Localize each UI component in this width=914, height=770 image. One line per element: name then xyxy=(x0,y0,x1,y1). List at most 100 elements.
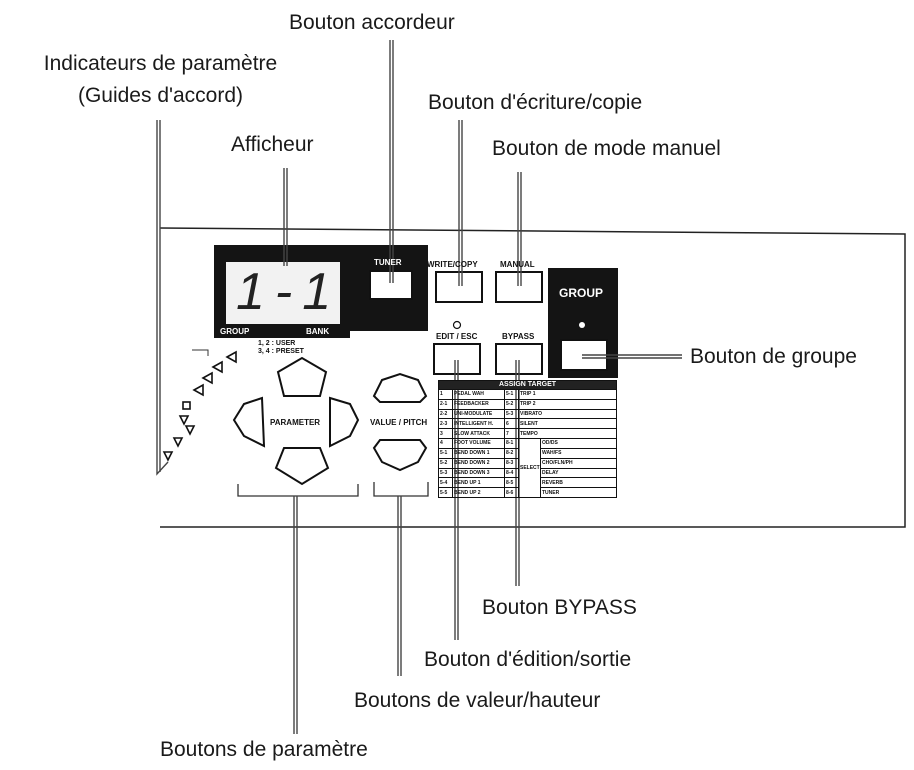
label-display: Afficheur xyxy=(231,133,314,156)
assign-target-header-row: ASSIGN TARGET xyxy=(437,380,618,390)
assign-target-index-2: 8-3 xyxy=(504,457,519,469)
parameter-left-button[interactable] xyxy=(232,396,266,448)
label-parameter-buttons: Boutons de paramètre xyxy=(160,738,368,761)
assign-target-index: 1 xyxy=(438,389,453,400)
indicator-triangle-icon xyxy=(201,371,213,385)
assign-target-name: BEND DOWN 1 xyxy=(452,447,505,459)
parameter-bracket xyxy=(237,484,359,497)
value-pitch-label: VALUE / PITCH xyxy=(370,418,428,427)
parameter-right-button[interactable] xyxy=(329,396,360,448)
assign-target-name: BEND UP 2 xyxy=(452,487,505,498)
group-panel-label: GROUP xyxy=(559,286,604,300)
assign-target-name-2: TRIP 2 xyxy=(517,398,618,410)
parameter-up-button[interactable] xyxy=(276,356,328,397)
assign-target-name-2: OD/DS xyxy=(539,438,618,449)
assign-target-index-2: 8-4 xyxy=(504,467,519,479)
indicator-triangle-icon xyxy=(225,350,237,364)
label-tuner-button: Bouton accordeur xyxy=(289,11,455,34)
user-note: 1, 2 : USER xyxy=(258,340,296,347)
panel-outline xyxy=(159,227,906,528)
assign-target-name: UNI-MODULATE xyxy=(452,408,505,420)
assign-target-name-2: TUNER xyxy=(539,487,618,498)
label-parameter-indicators-line2: (Guides d'accord) xyxy=(77,84,244,107)
parameter-label: PARAMETER xyxy=(270,418,321,427)
value-down-button[interactable] xyxy=(372,439,428,472)
assign-target-name: SLOW ATTACK xyxy=(452,428,505,440)
assign-target-index: 5-3 xyxy=(438,467,453,479)
indicator-triangle-icon xyxy=(162,451,174,462)
assign-target-index: 2-1 xyxy=(438,398,453,410)
assign-target-index: 2-3 xyxy=(438,418,453,430)
assign-target-name-2: WAH/FS xyxy=(539,447,618,459)
bypass-label: BYPASS xyxy=(502,332,535,341)
label-parameter-indicators: Indicateurs de paramètre (Guides d'accor… xyxy=(8,52,313,108)
indicator-square-icon xyxy=(182,401,191,410)
assign-target-name-2: CHO/FLN/PH xyxy=(539,457,618,469)
assign-target-name: PEDAL WAH xyxy=(452,389,505,400)
assign-target-title: ASSIGN TARGET xyxy=(437,380,618,390)
assign-target-index: 5-5 xyxy=(438,487,453,498)
tuner-label: TUNER xyxy=(374,258,402,267)
assign-target-name-2: REVERB xyxy=(539,477,618,489)
manual-label: MANUAL xyxy=(500,260,535,269)
write-copy-label: WRITE/COPY xyxy=(427,260,478,269)
assign-target-name-2: TRIP 1 xyxy=(517,389,618,400)
indicator-triangle-icon xyxy=(178,415,190,426)
parameter-down-button[interactable] xyxy=(274,447,330,486)
assign-target-name-2: VIBRATO xyxy=(517,408,618,420)
assign-target-index: 3 xyxy=(438,428,453,440)
assign-target-name: FOOT VOLUME xyxy=(452,438,505,449)
label-group-button: Bouton de groupe xyxy=(690,345,857,368)
assign-target-index: 4 xyxy=(438,438,453,449)
assign-target-index-2: 7 xyxy=(504,428,519,440)
label-write-copy-button: Bouton d'écriture/copie xyxy=(428,91,643,114)
assign-target-index: 5-2 xyxy=(438,457,453,469)
assign-target-name: BEND DOWN 2 xyxy=(452,457,505,469)
assign-target-index: 5-1 xyxy=(438,447,453,459)
assign-target-name: FEEDBACKER xyxy=(452,398,505,410)
edit-esc-button[interactable] xyxy=(433,343,481,375)
label-bypass-button: Bouton BYPASS xyxy=(482,596,637,619)
edit-esc-label: EDIT / ESC xyxy=(436,332,478,341)
assign-target-index-2: 8-2 xyxy=(504,447,519,459)
assign-target-name-2: TEMPO xyxy=(517,428,618,440)
display-tag-bar xyxy=(214,326,350,338)
write-copy-button[interactable] xyxy=(435,271,483,303)
value-up-button[interactable] xyxy=(372,372,428,403)
preset-note: 3, 4 : PRESET xyxy=(258,348,304,355)
value-bracket xyxy=(373,482,429,497)
display-group-tag: GROUP xyxy=(220,327,250,336)
assign-target-index: 2-2 xyxy=(438,408,453,420)
assign-target-index-2: 8-1 xyxy=(504,438,519,449)
assign-target-effect-group: SELECT xyxy=(518,438,541,498)
indicator-triangle-icon xyxy=(172,437,184,448)
tuner-button[interactable] xyxy=(369,270,413,300)
display-screen xyxy=(226,262,340,324)
assign-target-name-2: DELAY xyxy=(539,467,618,479)
parameter-indicator-leds xyxy=(162,350,237,462)
label-parameter-indicators-line1: Indicateurs de paramètre xyxy=(43,52,278,75)
assign-target-index-2: 8-5 xyxy=(504,477,519,489)
indicator-triangle-icon xyxy=(184,425,196,436)
display-bank-tag: BANK xyxy=(306,327,330,336)
label-manual-mode-button: Bouton de mode manuel xyxy=(492,137,721,160)
leader-indicators xyxy=(156,120,169,476)
label-value-pitch-buttons: Boutons de valeur/hauteur xyxy=(354,689,601,712)
label-edit-exit-button: Bouton d'édition/sortie xyxy=(424,648,632,671)
assign-target-name: INTELLIGENT H. xyxy=(452,418,505,430)
assign-target-index-2: 5-3 xyxy=(504,408,519,420)
assign-target-name: BEND DOWN 3 xyxy=(452,467,505,479)
manual-button[interactable] xyxy=(495,271,543,303)
display-readout: 1-1 xyxy=(236,263,342,321)
edit-led-icon xyxy=(452,320,462,330)
assign-target-index: 5-4 xyxy=(438,477,453,489)
